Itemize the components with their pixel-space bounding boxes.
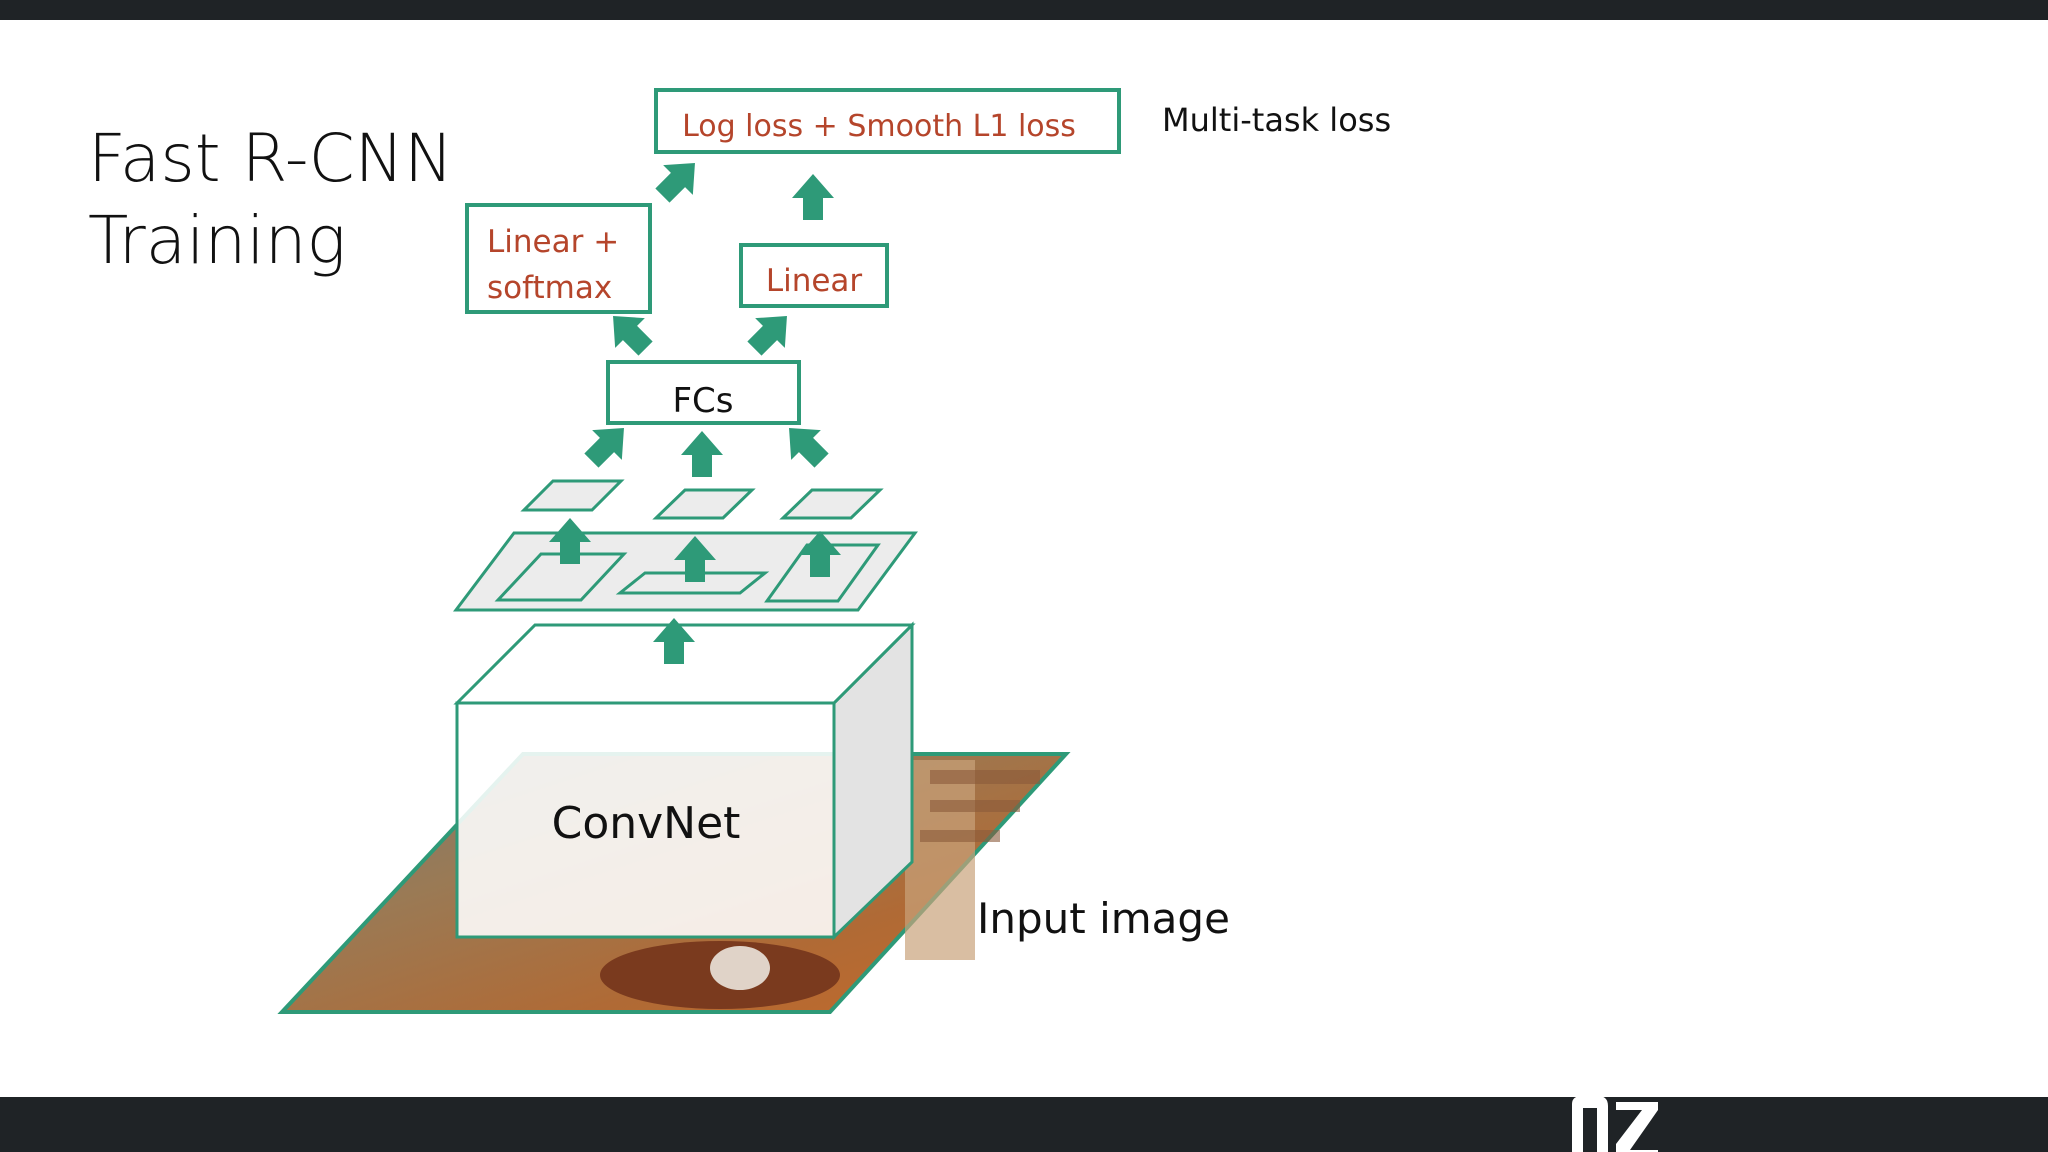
fcs-label: FCs bbox=[672, 381, 733, 421]
multi-task-loss-caption: Multi-task loss bbox=[1162, 101, 1391, 139]
input-image-texture bbox=[930, 770, 1040, 784]
input-image-texture bbox=[920, 830, 1000, 842]
slide-title-line-1: Fast R-CNN bbox=[88, 120, 454, 197]
cls-head-line-2: softmax bbox=[487, 270, 612, 306]
fcs-box bbox=[606, 360, 801, 425]
bottom-bar bbox=[0, 1097, 2048, 1152]
roi-box bbox=[615, 571, 770, 595]
up-right-arrow-icon bbox=[647, 148, 710, 211]
cls-head-line-1: Linear + bbox=[487, 224, 619, 260]
up-arrow-icon bbox=[681, 431, 723, 477]
input-image-texture bbox=[905, 760, 975, 960]
reg-head-label: Linear bbox=[766, 263, 863, 299]
pooled-roi bbox=[520, 479, 625, 512]
pooled-roi bbox=[779, 488, 884, 520]
convnet-block: ConvNet bbox=[453, 621, 916, 941]
reg-head-box bbox=[739, 243, 889, 308]
pooled-roi bbox=[652, 488, 756, 520]
up-right-arrow-icon bbox=[739, 301, 802, 364]
input-image-caption: Input image bbox=[977, 894, 1230, 943]
slide-title: Fast R-CNN Training bbox=[88, 118, 453, 282]
input-image-texture bbox=[930, 800, 1020, 812]
cls-head-box bbox=[465, 203, 652, 314]
convnet-front bbox=[455, 701, 836, 939]
up-arrow-icon bbox=[792, 174, 834, 220]
top-bar bbox=[0, 0, 2048, 20]
roi-box bbox=[764, 543, 881, 603]
loss-label: Log loss + Smooth L1 loss bbox=[682, 109, 1076, 144]
convnet-label: ConvNet bbox=[552, 798, 741, 849]
loss-box bbox=[654, 88, 1121, 154]
roi-box bbox=[494, 552, 628, 602]
horse-blaze bbox=[710, 946, 770, 990]
slide-title-line-2: Training bbox=[88, 202, 347, 279]
pooled-features bbox=[520, 479, 884, 520]
nz-logo-icon bbox=[1572, 1096, 1658, 1152]
